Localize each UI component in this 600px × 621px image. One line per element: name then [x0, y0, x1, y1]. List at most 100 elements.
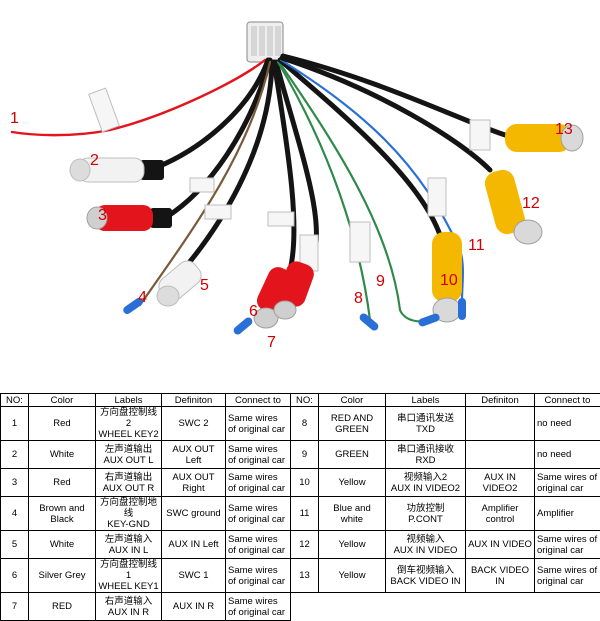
cell-no: 8	[291, 407, 319, 441]
cell-no: 1	[1, 407, 29, 441]
wire-label-1: 1	[10, 110, 19, 127]
cell-no: 4	[1, 497, 29, 531]
label-en: WHEEL KEY1	[98, 581, 159, 592]
rca-2-white	[70, 158, 164, 182]
cell-no: 9	[291, 441, 319, 469]
header-no: NO:	[291, 394, 319, 407]
label-cn: 倒车视频输入	[388, 565, 463, 576]
label-en: AUX IN VIDEO2	[388, 483, 463, 494]
cell-color: Yellow	[319, 469, 386, 497]
label-en: WHEEL KEY2	[98, 429, 159, 440]
cell-definition: SWC ground	[162, 497, 226, 531]
label-cn: 方向盘控制线1	[98, 559, 159, 581]
cell-definition: Amplifier control	[466, 497, 535, 531]
cell-definition: BACK VIDEO IN	[466, 559, 535, 593]
cell-definition: AUX OUT Right	[162, 469, 226, 497]
cell-color: Red	[29, 469, 96, 497]
label-en: AUX IN L	[98, 545, 159, 556]
cell-color: GREEN	[319, 441, 386, 469]
label-cn: 视频输入	[388, 534, 463, 545]
cell-definition: AUX OUT Left	[162, 441, 226, 469]
header-connect: Connect to	[535, 394, 600, 407]
header-labels: Labels	[386, 394, 466, 407]
cell-color: White	[29, 441, 96, 469]
cell-color: RED	[29, 593, 96, 621]
wire-label-10: 10	[440, 272, 458, 289]
cell-no: 7	[1, 593, 29, 621]
cell-connect: no need	[535, 407, 600, 441]
header-definition: Definiton	[466, 394, 535, 407]
label-cn: 视频输入2	[388, 472, 463, 483]
cell-connect: Same wires of original car	[535, 469, 600, 497]
cell-color: White	[29, 531, 96, 559]
wire-label-6: 6	[249, 303, 258, 320]
label-cn: 串口通讯接收	[388, 444, 463, 455]
label-en: AUX OUT R	[98, 483, 159, 494]
label-cn: 左声道输出	[98, 444, 159, 455]
label-cn: 右声道输出	[98, 472, 159, 483]
cell-connect: Same wires of original car	[535, 531, 600, 559]
cell-color: Brown and Black	[29, 497, 96, 531]
header-color: Color	[29, 394, 96, 407]
wire-label-3: 3	[98, 207, 107, 224]
wire-label-4: 4	[138, 289, 147, 306]
cell-no: 10	[291, 469, 319, 497]
label-cn: 功放控制	[388, 503, 463, 514]
label-en: TXD	[388, 424, 463, 435]
cell-color: Red	[29, 407, 96, 441]
header-color: Color	[319, 394, 386, 407]
cell-color: Yellow	[319, 559, 386, 593]
cell-definition: SWC 2	[162, 407, 226, 441]
cell-connect: Same wires of original car	[226, 407, 291, 441]
cell-color: Yellow	[319, 531, 386, 559]
wire-label-11: 11	[468, 237, 485, 254]
cell-no: 12	[291, 531, 319, 559]
wire-label-8: 8	[354, 290, 363, 307]
wire-label-9: 9	[376, 273, 385, 290]
cell-color: RED AND GREEN	[319, 407, 386, 441]
cell-definition	[466, 407, 535, 441]
header-no: NO:	[1, 394, 29, 407]
pinout-table: NO: Color Labels Definiton Connect to NO…	[0, 393, 600, 621]
cell-no: 2	[1, 441, 29, 469]
wire-label-7: 7	[267, 334, 276, 351]
cell-definition: AUX IN VIDEO	[466, 531, 535, 559]
label-cn: 右声道输入	[98, 596, 159, 607]
cell-connect: Same wires of original car	[226, 497, 291, 531]
harness-photo: 1 2 3 4 5 6 7 8 9 10 11 12 13	[0, 0, 600, 392]
wire-label-12: 12	[522, 195, 540, 212]
cell-no: 5	[1, 531, 29, 559]
empty-cell	[291, 593, 600, 621]
header-labels: Labels	[96, 394, 162, 407]
cell-definition: AUX IN VIDEO2	[466, 469, 535, 497]
wire-label-2: 2	[90, 152, 99, 169]
main-connector	[247, 22, 283, 62]
label-en: AUX IN VIDEO	[388, 545, 463, 556]
cell-connect: Same wires of original car	[226, 531, 291, 559]
label-cn: 方向盘控制线2	[98, 407, 159, 429]
cell-definition: AUX IN R	[162, 593, 226, 621]
label-en: AUX IN R	[98, 607, 159, 618]
wire-label-5: 5	[200, 277, 209, 294]
cell-color: Blue and white	[319, 497, 386, 531]
